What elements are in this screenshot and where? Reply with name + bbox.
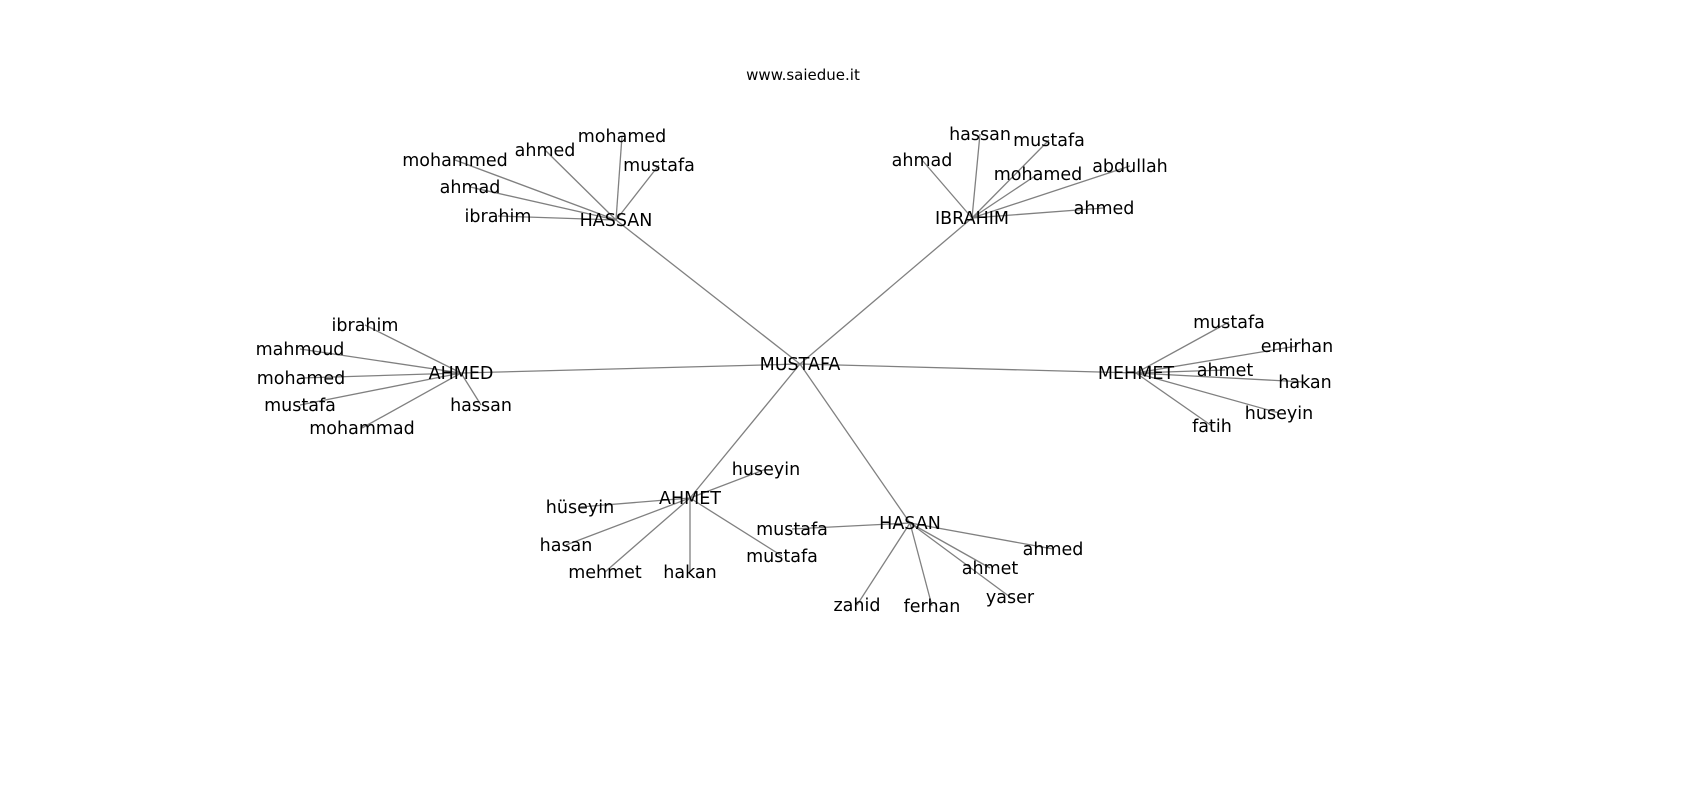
- edge-hasan-leaf: [909, 522, 1054, 550]
- edge-ibrahim-leaf: [971, 165, 1131, 219]
- leaf-node-label: huseyin: [1245, 404, 1313, 424]
- edge-hasan-leaf: [856, 522, 911, 606]
- leaf-node-label: ibrahim: [465, 207, 532, 227]
- leaf-node-label: hassan: [450, 396, 512, 416]
- leaf-node-label: hakan: [1278, 373, 1331, 393]
- edge-root-hasan: [799, 363, 911, 524]
- edge-mehmet-leaf: [1135, 372, 1280, 414]
- edge-mehmet-leaf: [1135, 369, 1226, 374]
- edge-hassan-leaf: [469, 186, 617, 221]
- edge-root-ibrahim: [799, 217, 973, 365]
- edge-ibrahim-leaf: [971, 139, 1050, 219]
- leaf-node-label: mustafa: [756, 520, 828, 540]
- leaf-node-label: zahid: [834, 596, 881, 616]
- leaf-node-label: ahmed: [1074, 199, 1135, 219]
- edge-hasan-leaf: [909, 522, 1011, 598]
- edge-ahmed-leaf: [299, 372, 462, 406]
- hub-node-label: AHMET: [659, 489, 721, 509]
- hub-node-label: HASSAN: [580, 211, 653, 231]
- leaf-node-label: ahmed: [515, 141, 576, 161]
- edge-mehmet-leaf: [1135, 372, 1213, 427]
- leaf-node-label: ahmad: [892, 151, 953, 171]
- edge-ahmed-leaf: [361, 372, 462, 429]
- edge-ahmed-leaf: [364, 324, 462, 374]
- edge-root-mehmet: [799, 363, 1137, 374]
- leaf-node-label: ahmet: [1197, 361, 1254, 381]
- edge-ibrahim-leaf: [921, 159, 973, 219]
- hub-node-label: IBRAHIM: [935, 209, 1009, 229]
- edge-ibrahim-leaf: [971, 173, 1039, 219]
- edge-mehmet-leaf: [1135, 321, 1230, 374]
- leaf-node-label: mustafa: [746, 547, 818, 567]
- edge-root-ahmet: [689, 363, 801, 499]
- edge-hassan-leaf: [615, 164, 660, 221]
- leaf-node-label: abdullah: [1092, 157, 1168, 177]
- edge-root-hassan: [615, 219, 801, 365]
- edge-hasan-leaf: [909, 522, 933, 607]
- hub-node-label: MEHMET: [1098, 364, 1174, 384]
- edge-mehmet-leaf: [1135, 372, 1306, 383]
- leaf-node-label: hasan: [540, 536, 593, 556]
- leaf-node-label: mohammed: [402, 151, 508, 171]
- edges-group: [299, 133, 1306, 607]
- edge-ahmet-leaf: [689, 468, 767, 499]
- leaf-node-label: hassan: [949, 125, 1011, 145]
- leaf-node-label: mahmoud: [256, 340, 345, 360]
- leaf-node-label: ibrahim: [332, 316, 399, 336]
- hub-node-label: AHMED: [429, 364, 494, 384]
- hub-node-label: HASAN: [879, 514, 941, 534]
- leaf-node-label: emirhan: [1261, 337, 1333, 357]
- edge-ibrahim-leaf: [971, 133, 981, 219]
- edge-ibrahim-leaf: [971, 207, 1105, 219]
- leaf-node-label: mustafa: [623, 156, 695, 176]
- edge-ahmed-leaf: [299, 348, 462, 374]
- edge-ahmet-leaf: [565, 497, 691, 546]
- edge-ahmet-leaf: [604, 497, 691, 573]
- leaf-node-label: mustafa: [264, 396, 336, 416]
- edge-ahmed-leaf: [460, 372, 482, 406]
- edge-hassan-leaf: [454, 159, 617, 221]
- leaf-node-label: ahmet: [962, 559, 1019, 579]
- edge-ahmet-leaf: [579, 497, 691, 508]
- leaf-node-label: yaser: [986, 588, 1035, 608]
- leaf-node-label: mohamed: [578, 127, 667, 147]
- root-node-label: MUSTAFA: [760, 355, 841, 375]
- edge-hasan-leaf: [791, 522, 911, 530]
- edge-hassan-leaf: [497, 215, 617, 221]
- edge-hassan-leaf: [544, 149, 617, 221]
- leaf-node-label: mohamed: [257, 369, 346, 389]
- edge-mehmet-leaf: [1135, 345, 1298, 374]
- leaf-node-label: ferhan: [904, 597, 961, 617]
- leaf-node-label: mohammad: [309, 419, 415, 439]
- edge-hassan-leaf: [615, 135, 623, 221]
- leaf-node-label: mustafa: [1013, 131, 1085, 151]
- leaf-node-label: hakan: [663, 563, 716, 583]
- leaf-node-label: hüseyin: [546, 498, 614, 518]
- edge-ahmet-leaf: [689, 497, 783, 557]
- leaf-node-label: mohamed: [994, 165, 1083, 185]
- leaf-node-label: mehmet: [568, 563, 642, 583]
- leaf-node-label: ahmad: [440, 178, 501, 198]
- edge-ahmed-leaf: [300, 372, 462, 379]
- diagram-title: www.saiedue.it: [746, 66, 860, 84]
- leaf-node-label: huseyin: [732, 460, 800, 480]
- leaf-node-label: ahmed: [1023, 540, 1084, 560]
- edge-root-ahmed: [460, 363, 801, 374]
- leaf-node-label: mustafa: [1193, 313, 1265, 333]
- edge-hasan-leaf: [909, 522, 991, 569]
- leaf-node-label: fatih: [1192, 417, 1232, 437]
